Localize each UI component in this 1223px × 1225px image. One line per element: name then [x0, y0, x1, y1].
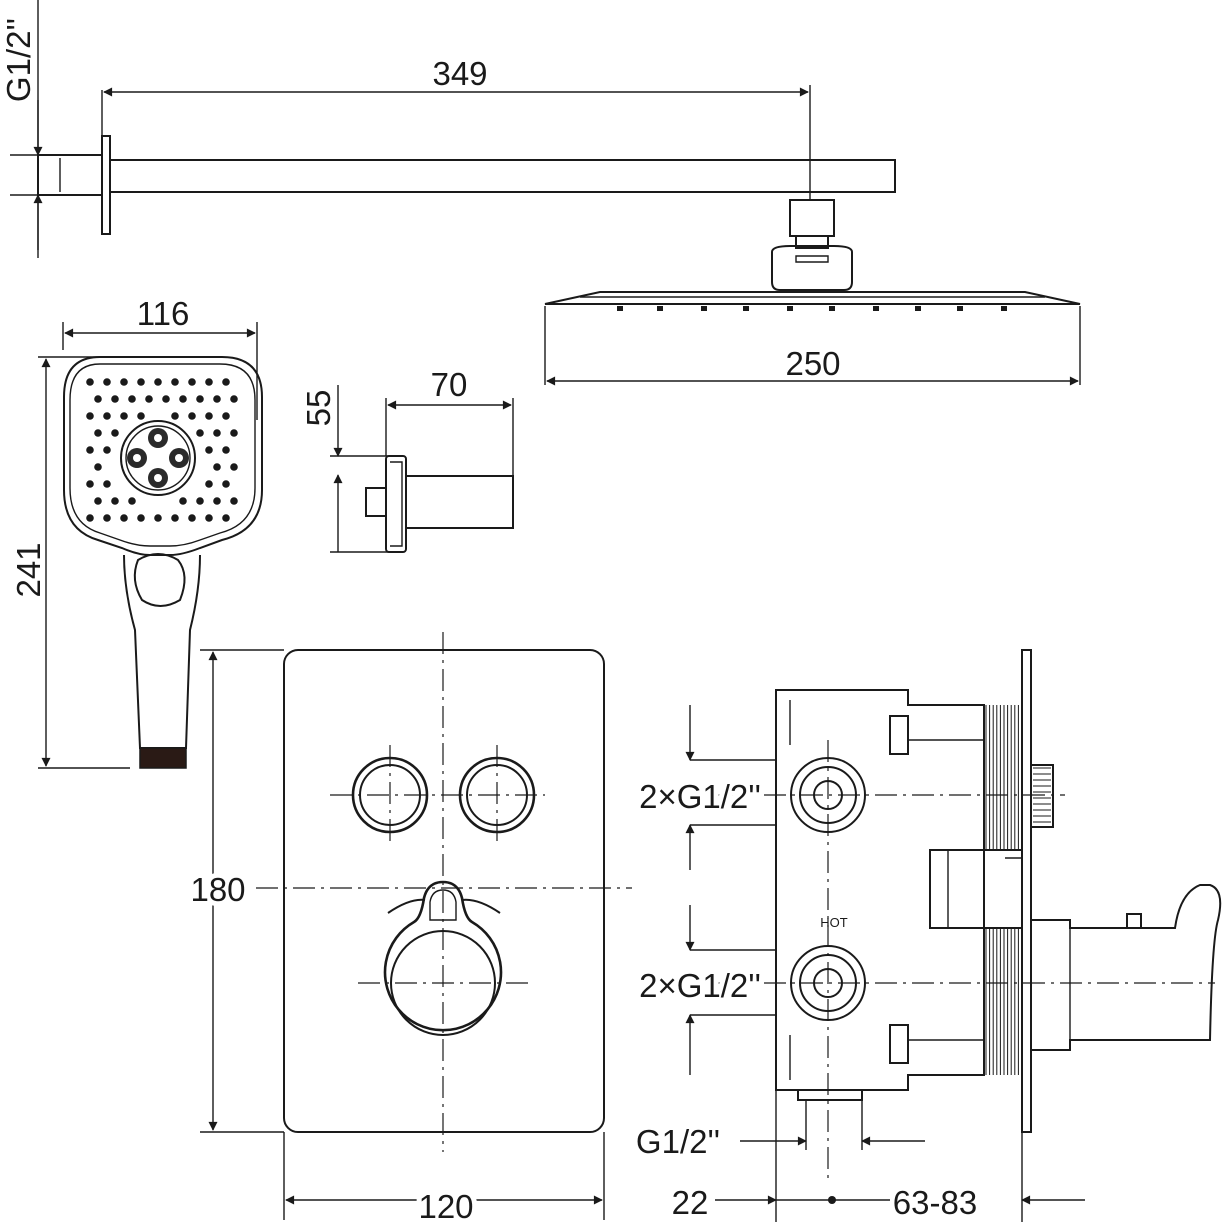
spray-nozzle — [86, 480, 94, 488]
plate-height-label: 180 — [190, 871, 245, 908]
spray-nozzle — [222, 378, 230, 386]
arm-length-label: 349 — [432, 55, 487, 92]
arm-thread-label: G1/2'' — [0, 18, 37, 102]
spray-nozzle — [128, 497, 136, 505]
spray-nozzle — [111, 395, 119, 403]
spray-nozzle — [103, 412, 111, 420]
spray-nozzle — [222, 412, 230, 420]
spray-nozzle — [230, 463, 238, 471]
mixer-handle-side — [1030, 884, 1222, 1051]
cover-plate — [283, 649, 605, 1133]
spray-nozzle — [103, 446, 111, 454]
spray-nozzle — [86, 446, 94, 454]
spray-nozzle — [111, 497, 119, 505]
spray-nozzle — [86, 514, 94, 522]
spray-nozzle — [230, 429, 238, 437]
spray-nozzle — [196, 395, 204, 403]
spray-nozzle — [205, 378, 213, 386]
spray-nozzle — [86, 412, 94, 420]
spray-nozzle — [213, 463, 221, 471]
spray-nozzle — [137, 412, 145, 420]
spray-nozzles — [86, 378, 238, 522]
spray-nozzle — [230, 395, 238, 403]
spray-nozzle — [222, 480, 230, 488]
mixer-front-view: 180 120 — [185, 632, 632, 1225]
spray-nozzle — [103, 514, 111, 522]
spray-nozzle — [213, 395, 221, 403]
install-depth-label: 63-83 — [893, 1184, 977, 1221]
spray-nozzle — [230, 497, 238, 505]
spray-nozzle — [205, 480, 213, 488]
holder-depth-label: 70 — [431, 366, 468, 403]
adjustment-threads — [985, 705, 1019, 1075]
spray-nozzle — [94, 395, 102, 403]
spray-nozzle — [162, 395, 170, 403]
hand-shower-view: 116 241 — [10, 295, 263, 769]
spray-nozzle — [154, 514, 162, 522]
spray-nozzle — [196, 429, 204, 437]
spray-nozzle — [205, 514, 213, 522]
outlet-upper-label: 2×G1/2'' — [639, 778, 761, 815]
spray-nozzle — [94, 429, 102, 437]
spray-nozzle — [188, 412, 196, 420]
rain-shower-head — [544, 291, 1081, 305]
spray-nozzle — [111, 429, 119, 437]
spray-nozzle — [213, 497, 221, 505]
wall-holder-view: 70 55 — [300, 366, 514, 553]
thermostat-knob[interactable] — [383, 880, 503, 1032]
spray-nozzle — [171, 514, 179, 522]
spray-nozzle — [179, 395, 187, 403]
spray-nozzle — [94, 463, 102, 471]
spray-nozzle — [145, 395, 153, 403]
hand-width-label: 116 — [137, 295, 190, 332]
spray-nozzle — [222, 514, 230, 522]
spray-nozzle — [120, 378, 128, 386]
push-button-left[interactable] — [351, 756, 429, 834]
spray-nozzle — [188, 514, 196, 522]
head-nozzles — [617, 306, 1007, 311]
spray-nozzle — [222, 446, 230, 454]
rough-in-body — [775, 689, 985, 1091]
spray-nozzle — [103, 480, 111, 488]
shower-arm-view: 349 G1/2'' 250 — [0, 0, 1081, 386]
spray-nozzle — [120, 412, 128, 420]
box-offset-label: 22 — [672, 1184, 709, 1221]
holder-height-label: 55 — [300, 390, 337, 427]
plate-width-label: 120 — [418, 1188, 473, 1225]
spray-nozzle — [213, 429, 221, 437]
spray-nozzle — [94, 497, 102, 505]
head-width-label: 250 — [785, 345, 840, 382]
spray-nozzle — [154, 378, 162, 386]
spray-nozzle — [171, 412, 179, 420]
hot-label: HOT — [820, 915, 848, 930]
spray-nozzle — [103, 378, 111, 386]
push-button-right[interactable] — [458, 756, 536, 834]
knurled-cap — [1033, 767, 1051, 823]
outlet-lower-label: 2×G1/2'' — [639, 967, 761, 1004]
spray-nozzle — [179, 497, 187, 505]
spray-nozzle — [137, 514, 145, 522]
mixer-side-view: HOT 2×G1/2'' 2×G1/2'' G1/2'' — [634, 649, 1222, 1222]
inlet-thread-label: G1/2'' — [636, 1123, 720, 1160]
spray-nozzle — [86, 378, 94, 386]
spray-nozzle — [196, 497, 204, 505]
spray-nozzle — [188, 378, 196, 386]
spray-nozzle — [205, 446, 213, 454]
spray-nozzle — [137, 378, 145, 386]
spray-nozzle — [128, 395, 136, 403]
spray-nozzle — [205, 412, 213, 420]
hand-length-label: 241 — [10, 542, 47, 597]
center-spray-disc — [120, 420, 196, 496]
spray-nozzle — [171, 378, 179, 386]
spray-nozzle — [120, 514, 128, 522]
